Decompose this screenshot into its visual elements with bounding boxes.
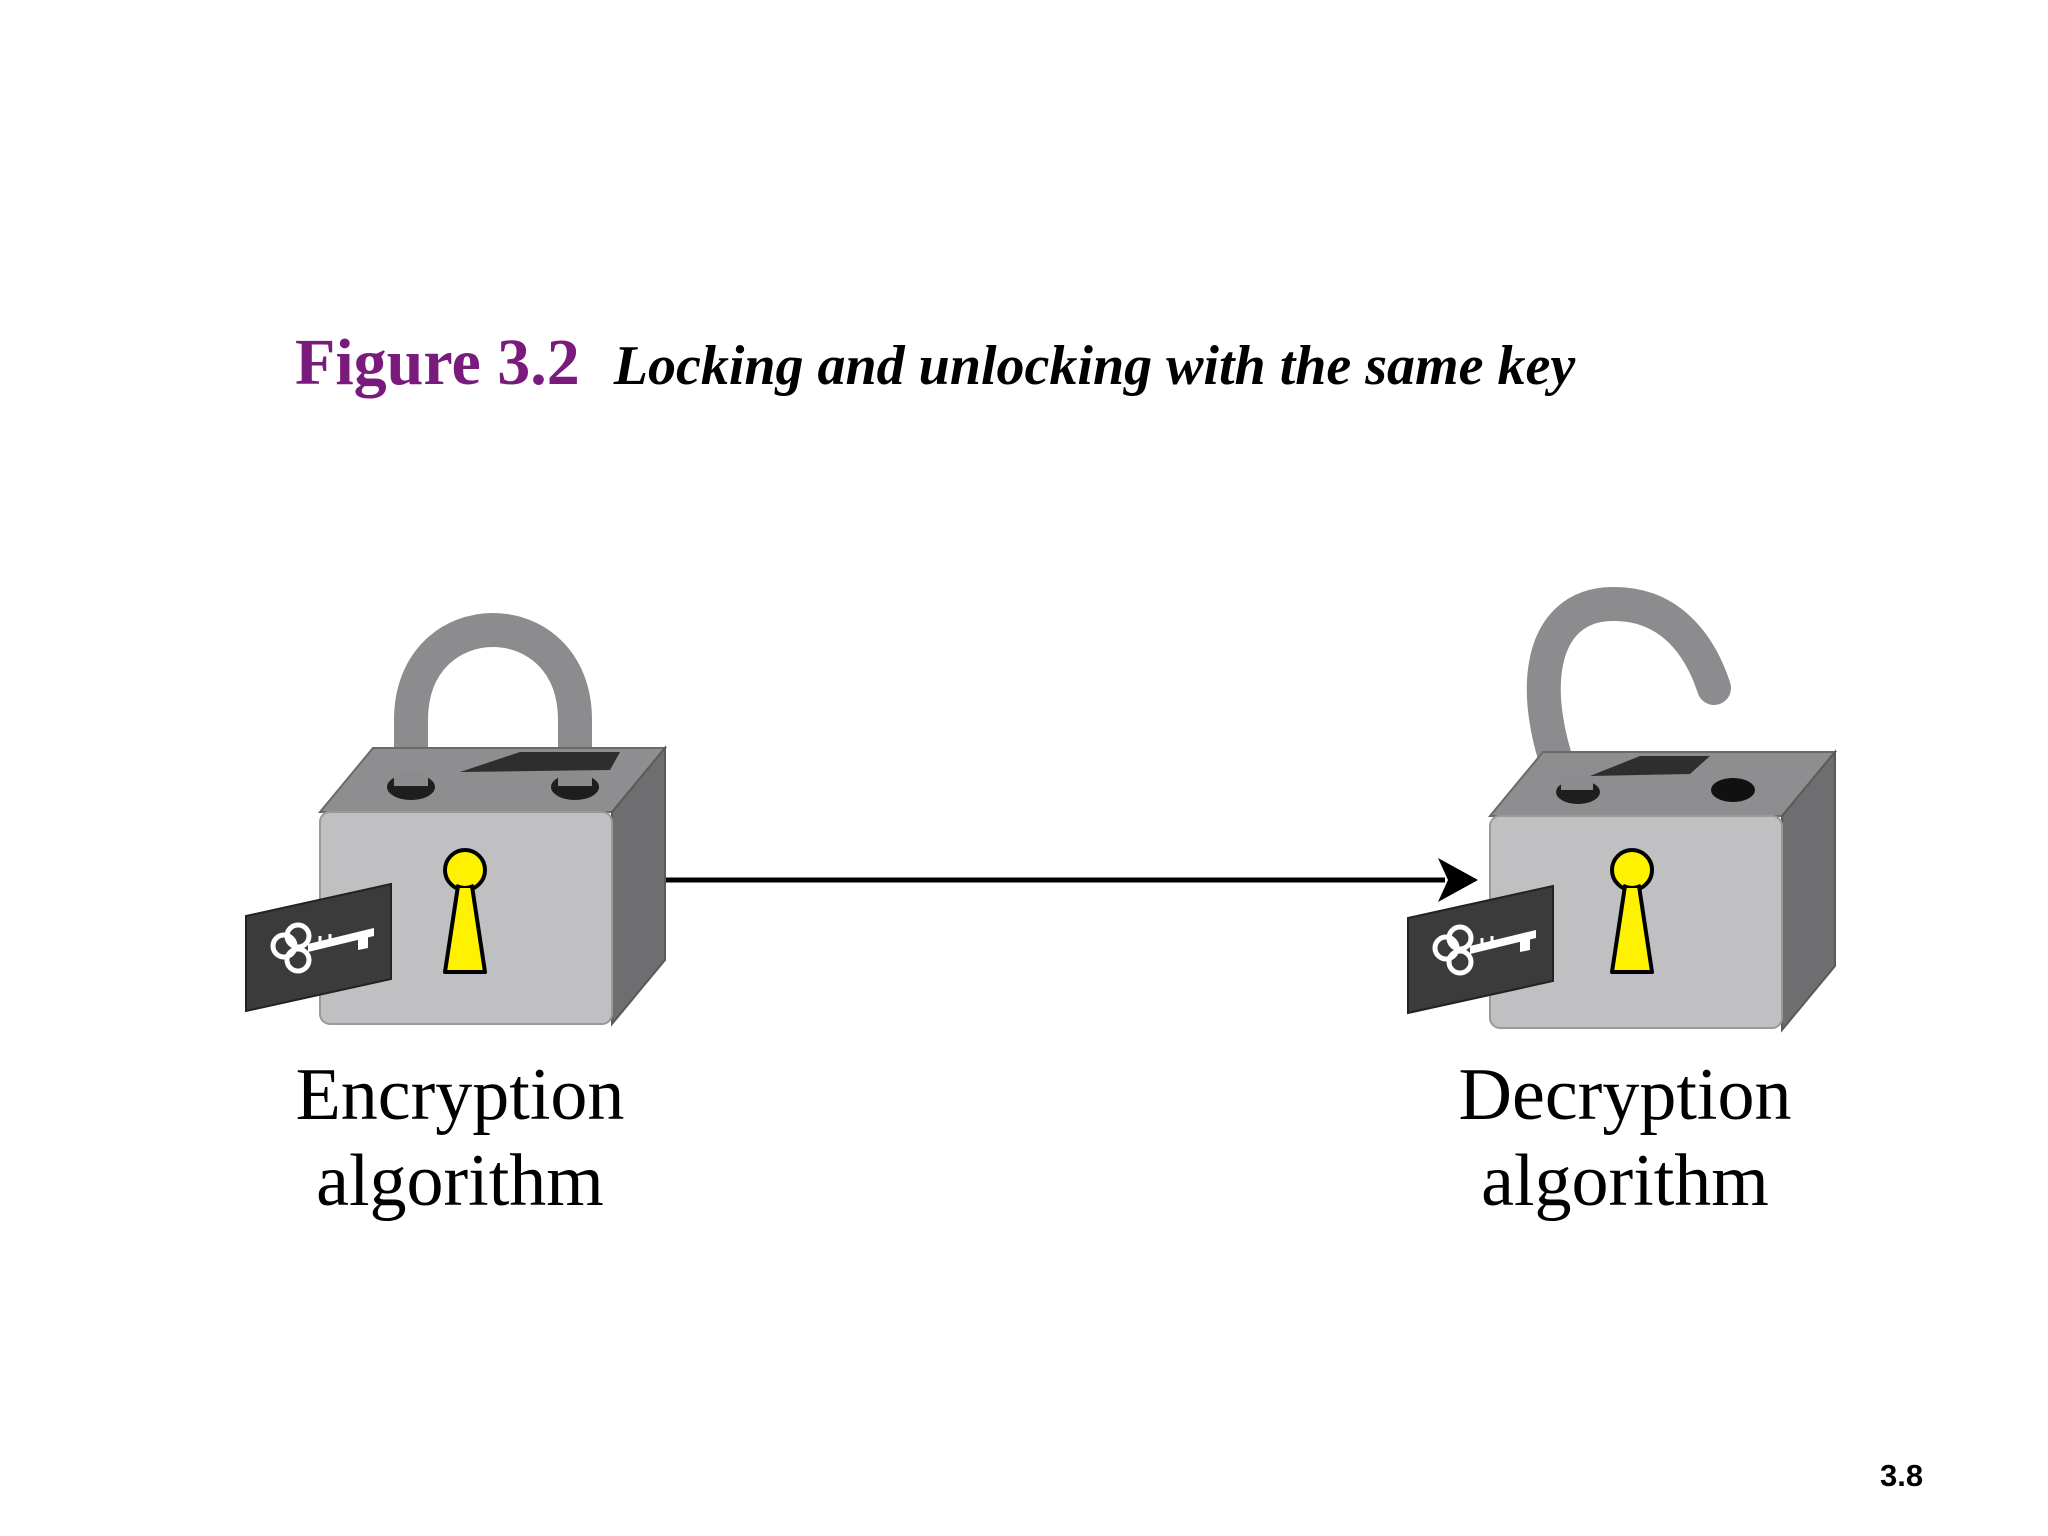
decryption-label-line2: algorithm — [1481, 1140, 1769, 1222]
encryption-label-line2: algorithm — [316, 1140, 604, 1222]
decryption-label-line1: Decryption — [1458, 1054, 1792, 1136]
open-padlock-icon — [1487, 586, 1838, 1033]
decryption-label: Decryption algorithm — [1385, 1052, 1865, 1224]
closed-padlock-icon — [317, 613, 668, 1027]
figure-title: Locking and unlocking with the same key — [613, 335, 1576, 397]
page-number: 3.8 — [1880, 1458, 1924, 1493]
encryption-label-line1: Encryption — [295, 1054, 625, 1136]
encryption-label: Encryption algorithm — [220, 1052, 700, 1224]
figure-caption: Figure 3.2 Locking and unlocking with th… — [295, 325, 1575, 401]
transfer-arrow — [666, 858, 1478, 902]
figure-number: Figure 3.2 — [295, 326, 580, 399]
